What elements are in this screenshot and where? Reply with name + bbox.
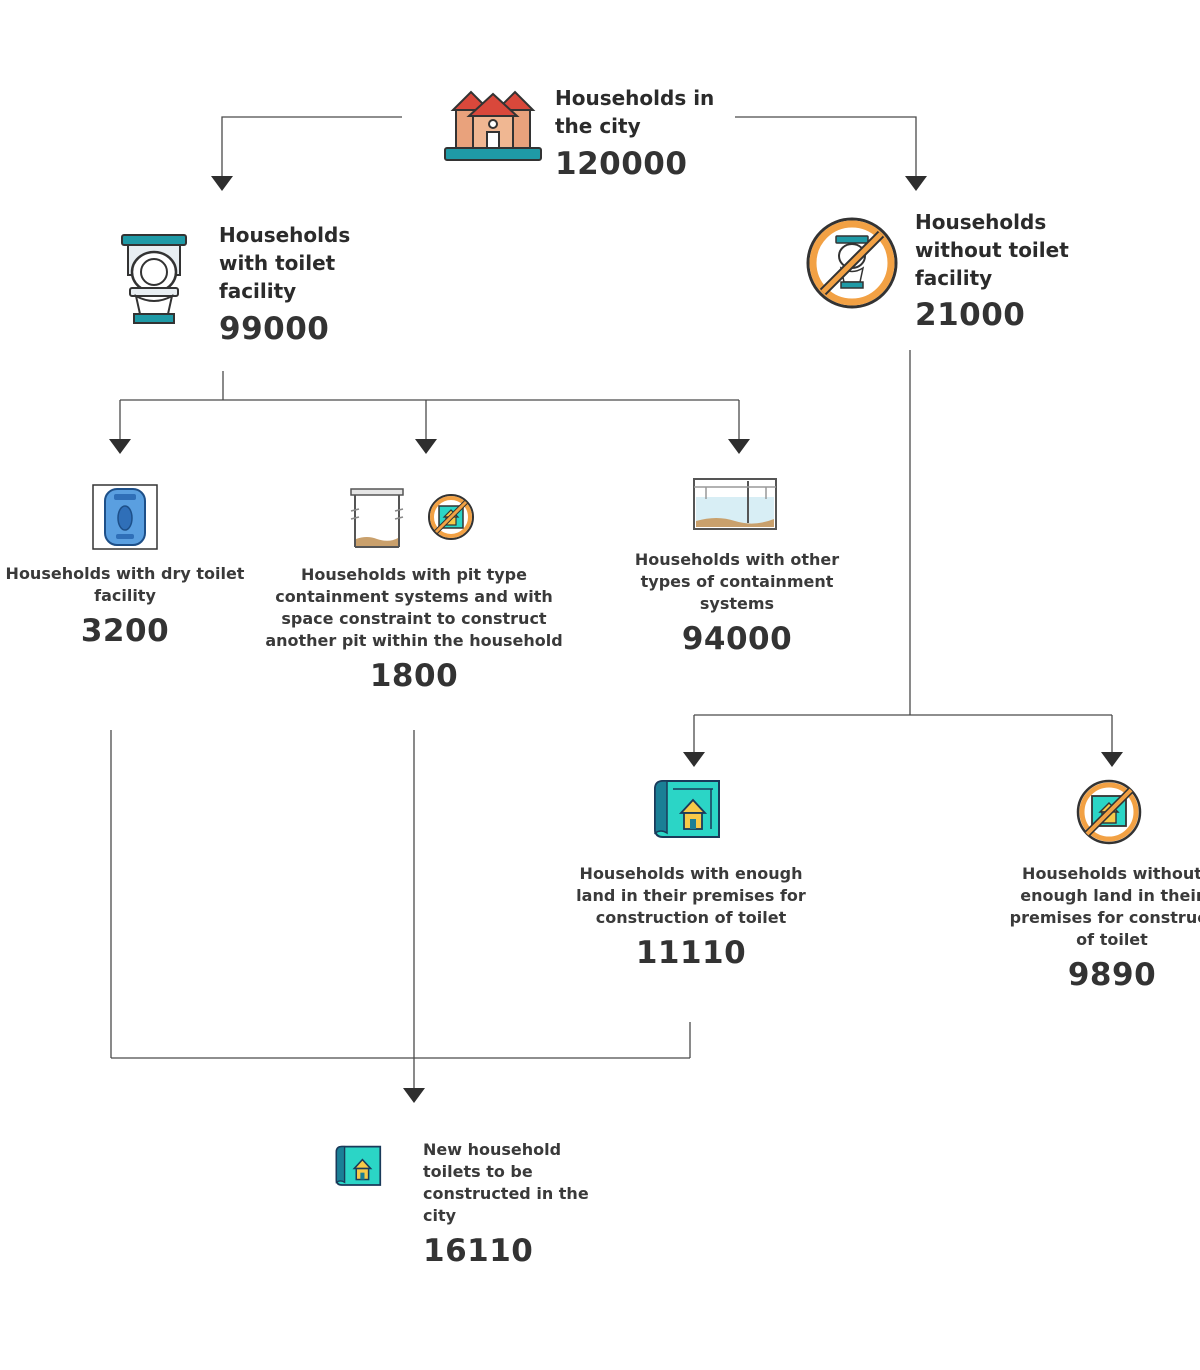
dry-toilet-icon — [92, 484, 158, 550]
with-toilet-label-line1: Households — [219, 223, 351, 247]
with-toilet-label-line3: facility — [219, 279, 297, 303]
other-containment-value: 94000 — [681, 621, 793, 657]
without-toilet-label-line2: without toilet — [915, 238, 1069, 262]
other-containment-label-line3: systems — [699, 594, 775, 613]
without-toilet-label-line3: facility — [915, 266, 993, 290]
with-toilet-label-line2: with toilet — [219, 251, 336, 275]
new-toilets-label-line2: toilets to be — [423, 1162, 533, 1181]
new-toilets-label-line3: constructed in the — [423, 1184, 589, 1203]
with-toilet-label: Households with toilet facility — [219, 221, 350, 305]
arrowhead — [415, 439, 437, 454]
city-label-line2: the city — [555, 114, 641, 138]
other-containment-label-line1: Households with other — [634, 550, 840, 569]
enough-land-value: 11110 — [635, 935, 747, 971]
arrowhead — [211, 176, 233, 191]
new-toilets-value: 16110 — [423, 1233, 534, 1269]
pit-type-label: Households with pit type containment sys… — [250, 564, 578, 652]
dry-toilet-label-line1: Households with dry toilet — [5, 564, 245, 583]
other-containment-label-line2: types of containment — [640, 572, 834, 591]
land-plan-icon — [335, 1145, 383, 1188]
dry-toilet-value: 3200 — [80, 613, 170, 649]
septic-tank-icon — [692, 477, 778, 531]
arrowhead — [1101, 752, 1123, 767]
houses-icon — [443, 88, 543, 166]
new-toilets-label: New household toilets to be constructed … — [423, 1139, 589, 1227]
pit-type-label-line2: containment systems and with — [275, 587, 553, 606]
not-enough-land-label-line3: premises for construct — [1009, 908, 1200, 927]
pit-type-label-line3: space constraint to construct — [281, 609, 547, 628]
other-containment-label: Households with other types of containme… — [617, 549, 857, 615]
not-enough-land-label-line4: of toilet — [1076, 930, 1148, 949]
pit-icon — [349, 487, 405, 549]
arrowhead — [109, 439, 131, 454]
without-toilet-value: 21000 — [915, 297, 1026, 333]
with-toilet-value: 99000 — [219, 311, 330, 347]
toilet-icon — [118, 232, 190, 326]
without-toilet-label: Households without toilet facility — [915, 208, 1069, 292]
connector-city-to-without-toilet — [735, 116, 917, 176]
arrowhead — [683, 752, 705, 767]
land-plan-icon — [653, 779, 723, 841]
dry-toilet-label-line2: facility — [94, 586, 156, 605]
not-enough-land-label: Households without enough land in their … — [980, 863, 1200, 951]
not-enough-land-label-line1: Households without — [1022, 864, 1200, 883]
enough-land-label-line3: construction of toilet — [595, 908, 787, 927]
no-land-small-icon — [426, 492, 476, 542]
without-toilet-label-line1: Households — [915, 210, 1047, 234]
arrowhead — [728, 439, 750, 454]
pit-type-value: 1800 — [369, 658, 459, 694]
dry-toilet-label: Households with dry toilet facility — [0, 563, 250, 607]
enough-land-label-line1: Households with enough — [579, 864, 803, 883]
no-land-icon — [1075, 778, 1143, 846]
arrowhead — [403, 1088, 425, 1103]
enough-land-label: Households with enough land in their pre… — [560, 863, 822, 929]
new-toilets-label-line4: city — [423, 1206, 457, 1225]
arrowhead — [905, 176, 927, 191]
new-toilets-label-line1: New household — [423, 1140, 562, 1159]
not-enough-land-label-line2: enough land in their — [1020, 886, 1200, 905]
not-enough-land-value: 9890 — [1067, 957, 1157, 993]
enough-land-label-line2: land in their premises for — [576, 886, 806, 905]
connector-city-to-with-toilet — [221, 116, 402, 176]
city-value: 120000 — [555, 146, 688, 182]
city-label-line1: Households in — [555, 86, 715, 110]
no-toilet-icon — [803, 214, 901, 312]
city-label: Households in the city — [555, 84, 714, 140]
pit-type-label-line4: another pit within the household — [265, 631, 563, 650]
pit-type-label-line1: Households with pit type — [301, 565, 527, 584]
